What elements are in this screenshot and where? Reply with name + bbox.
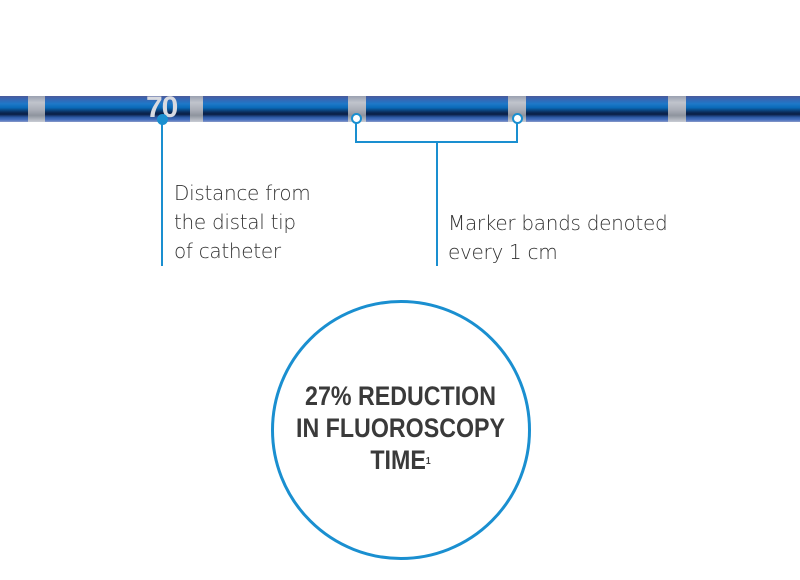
bracket-stem [436, 141, 438, 266]
marker-band [668, 96, 686, 122]
catheter-shaft [0, 96, 800, 122]
marker-bands-callout-label: Marker bands denoted every 1 cm [448, 211, 668, 264]
distance-callout-label: Distance from the distal tip of catheter [174, 181, 311, 263]
bracket-left-leg [355, 122, 357, 143]
highlight-text: 27% REDUCTION IN FLUOROSCOPY TIME1 [296, 381, 506, 475]
bracket-right-leg [516, 122, 518, 143]
distance-callout-line [161, 121, 163, 266]
footnote-marker: 1 [426, 456, 432, 467]
highlight-circle: 27% REDUCTION IN FLUOROSCOPY TIME1 [271, 300, 531, 560]
marker-band [190, 96, 203, 122]
marker-band [28, 96, 45, 122]
